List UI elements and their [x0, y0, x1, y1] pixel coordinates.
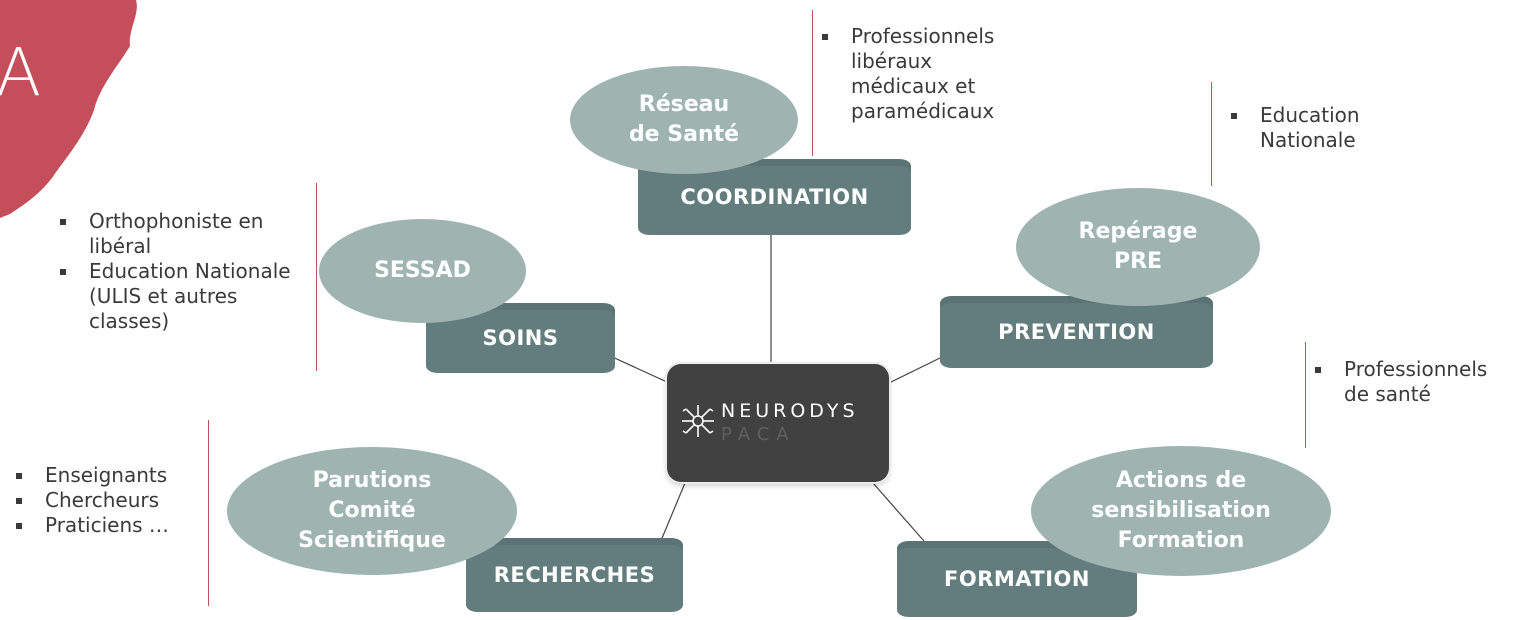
- bubble-line: de Santé: [628, 122, 740, 147]
- bullet-item: Professionnels de santé: [1315, 357, 1515, 407]
- connector-soins: [607, 354, 668, 383]
- node-soins-label: SOINS: [482, 326, 559, 350]
- separator-coordination: [812, 10, 813, 156]
- bullets-prevention: Education Nationale: [1231, 103, 1411, 153]
- separator-formation: [1305, 342, 1306, 448]
- bubble-line: Repérage: [1078, 219, 1198, 245]
- bubble-line: sensibilisation: [1091, 498, 1271, 524]
- node-prevention-label: PREVENTION: [998, 320, 1155, 344]
- bullet-item: Education Nationale: [1231, 103, 1411, 153]
- neuron-icon: [682, 405, 714, 437]
- red-brush-decoration: [0, 0, 137, 218]
- bubble-line: Scientifique: [298, 527, 446, 553]
- bubble-line: SESSAD: [374, 258, 471, 284]
- bullets-soins: Orthophoniste en libéral Education Natio…: [60, 209, 308, 334]
- bullet-item: Professionnels libéraux médicaux et para…: [822, 24, 1032, 124]
- node-recherches: RECHERCHES: [466, 538, 683, 612]
- center-subtitle: PACA: [721, 424, 796, 445]
- separator-recherches: [208, 420, 209, 606]
- bullet-item: Chercheurs: [16, 488, 202, 513]
- bullet-item: Praticiens …: [16, 513, 202, 538]
- bullets-recherches: Enseignants Chercheurs Praticiens …: [16, 463, 202, 538]
- connector-lines: [607, 234, 943, 544]
- connector-formation: [872, 482, 925, 542]
- bubble-line: Parutions: [312, 468, 432, 494]
- bubble-line: PRE: [1113, 249, 1163, 274]
- bubble-sessad: SESSAD: [319, 219, 526, 323]
- node-recherches-label: RECHERCHES: [493, 563, 656, 587]
- bullet-item: Education Nationale (ULIS et autres clas…: [60, 259, 308, 334]
- center-neurodys-box: NEURODYS PACA: [667, 364, 889, 482]
- bullet-item: Orthophoniste en libéral: [60, 209, 308, 259]
- corner-letter: A: [0, 34, 42, 111]
- node-prevention: PREVENTION: [940, 296, 1213, 368]
- bullets-formation: Professionnels de santé: [1315, 357, 1515, 407]
- center-title: NEURODYS: [721, 400, 859, 422]
- bubble-line: Réseau: [638, 92, 730, 118]
- bubble-line: Actions de: [1115, 468, 1247, 494]
- separator-soins: [316, 183, 317, 371]
- bubble-line: Formation: [1117, 527, 1245, 553]
- separator-prevention: [1211, 82, 1212, 186]
- bubble-reseau-sante: Réseau de Santé: [570, 66, 798, 174]
- node-formation-label: FORMATION: [944, 567, 1090, 591]
- connector-recherches: [659, 482, 686, 544]
- bullets-coordination: Professionnels libéraux médicaux et para…: [822, 24, 1032, 124]
- connector-prevention: [888, 356, 943, 384]
- bullet-item: Enseignants: [16, 463, 202, 488]
- node-coordination-label: COORDINATION: [680, 185, 869, 209]
- bubble-line: Comité: [328, 498, 416, 524]
